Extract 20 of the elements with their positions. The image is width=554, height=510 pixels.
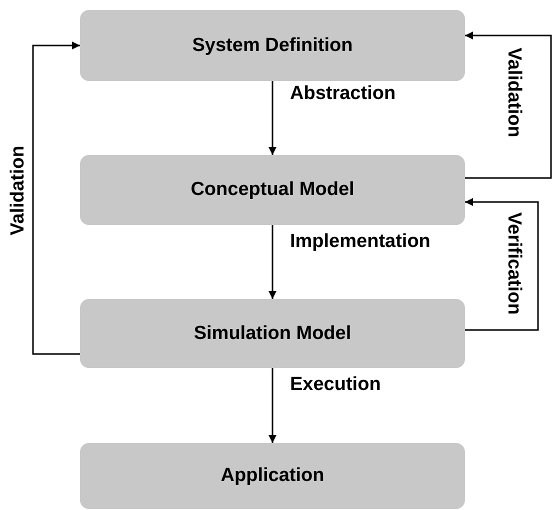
edge-label: Execution bbox=[290, 374, 381, 394]
edge-label: Validation bbox=[8, 145, 28, 235]
arrow bbox=[465, 198, 539, 331]
edge-label: Validation bbox=[504, 47, 524, 137]
arrow bbox=[268, 225, 276, 299]
box-label: System Definition bbox=[192, 34, 353, 56]
process-box bbox=[80, 155, 465, 225]
arrow bbox=[268, 81, 276, 155]
edge-label: Verification bbox=[504, 212, 524, 314]
arrow bbox=[32, 42, 80, 355]
process-box bbox=[80, 10, 465, 81]
box-label: Application bbox=[220, 465, 324, 487]
process-box bbox=[80, 299, 465, 368]
process-box bbox=[80, 443, 465, 509]
arrow bbox=[268, 368, 276, 443]
box-label: Conceptual Model bbox=[190, 179, 354, 201]
edge-label: Abstraction bbox=[290, 84, 396, 102]
box-label: Simulation Model bbox=[194, 322, 352, 344]
arrow bbox=[465, 32, 552, 179]
edge-label: Implementation bbox=[290, 232, 430, 250]
